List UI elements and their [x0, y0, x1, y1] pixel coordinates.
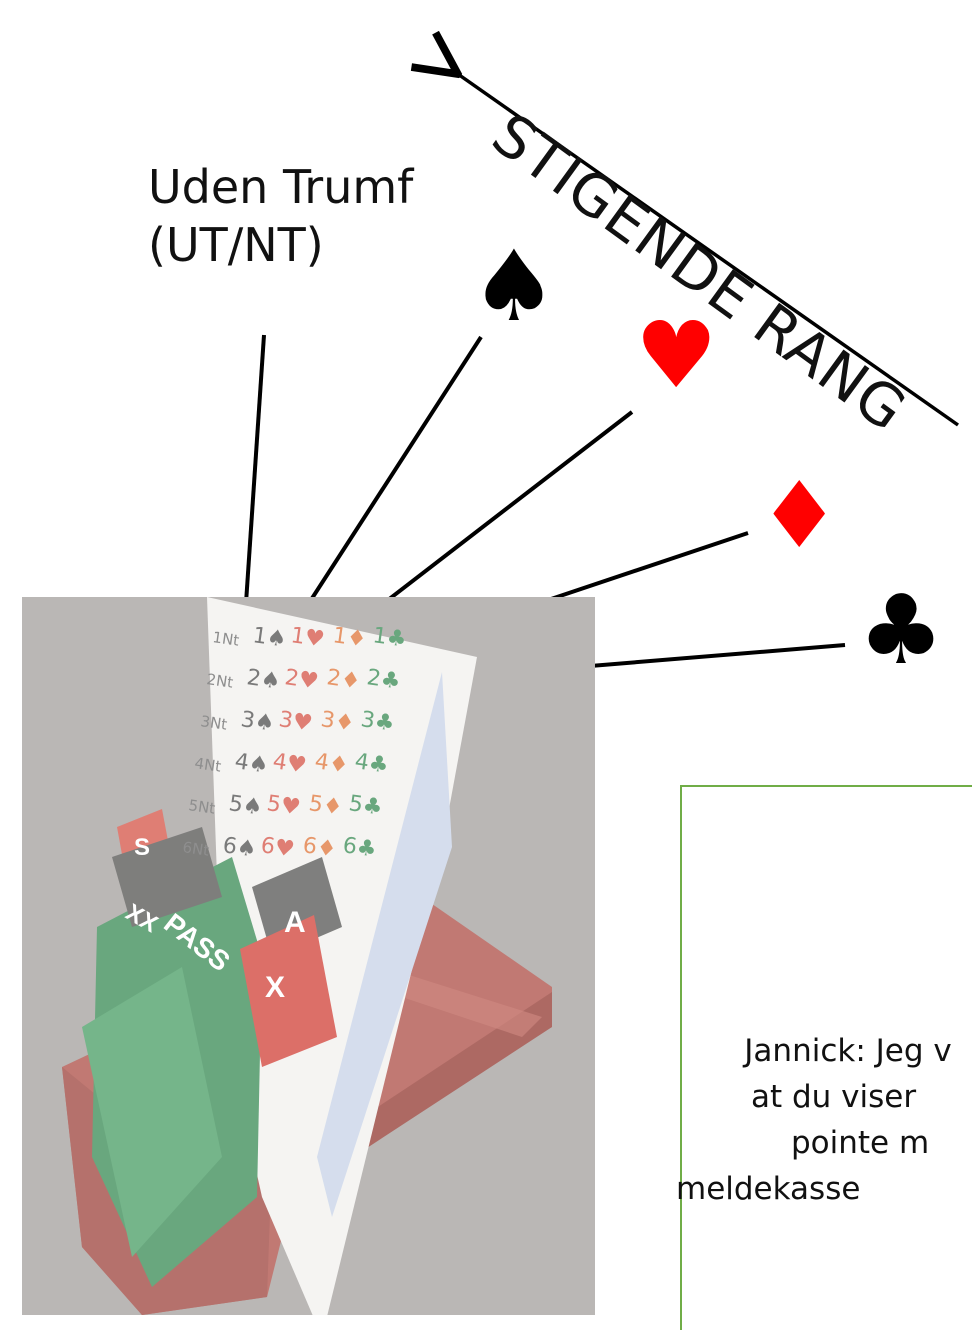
- bid-card-1-2: 2♥: [283, 665, 320, 694]
- bid-card-2-4: 3♣: [359, 707, 396, 736]
- bid-card-2-0: 3Nt: [199, 712, 228, 734]
- bid-card-1-3: 2♦: [325, 665, 362, 694]
- bid-card-4-1: 5♠: [227, 791, 264, 820]
- bid-card-5-2: 6♥: [259, 833, 296, 862]
- bid-card-4-2: 5♥: [265, 791, 302, 820]
- double-card-label: X: [265, 971, 285, 1004]
- diamond-icon: ♦: [758, 462, 841, 569]
- bid-card-0-2: 1♥: [289, 623, 326, 652]
- note-line-4: meldekasse: [676, 1171, 861, 1207]
- bid-card-0-3: 1♦: [331, 623, 368, 652]
- no-trump-pointer: [244, 334, 266, 604]
- stop-card-label: S: [134, 834, 150, 861]
- no-trump-label: Uden Trumf (UT/NT): [148, 158, 413, 274]
- bid-card-1-4: 2♣: [365, 665, 402, 694]
- note-box: [680, 785, 972, 1330]
- bidding-box-illustration: 1Nt 1♠1♥1♦1♣ 2Nt 2♠2♥2♦2♣ 3Nt 3♠3♥3♦3♣ 4Nt 4♠4♥…: [62, 597, 552, 1315]
- bid-card-0-4: 1♣: [371, 623, 408, 652]
- bid-card-5-1: 6♠: [221, 833, 258, 862]
- bid-card-3-1: 4♠: [233, 749, 270, 778]
- spade-pointer: [296, 335, 483, 622]
- note-line-2: at du viser: [751, 1079, 917, 1115]
- bid-card-4-0: 5Nt: [187, 796, 216, 818]
- photo-wash: [22, 597, 595, 1315]
- spade-icon: ♠: [470, 230, 558, 344]
- bid-card-3-2: 4♥: [271, 749, 308, 778]
- ranking-arrow: [455, 72, 960, 427]
- club-icon: ♣: [858, 574, 945, 686]
- no-trump-label-line1: Uden Trumf: [148, 160, 414, 214]
- bid-card-5-3: 6♦: [301, 833, 338, 862]
- bid-card-1-0: 2Nt: [205, 670, 234, 692]
- bid-card-2-3: 3♦: [319, 707, 356, 736]
- heart-icon: ♥: [635, 302, 718, 409]
- bid-card-3-3: 4♦: [313, 749, 350, 778]
- bid-card-2-1: 3♠: [239, 707, 276, 736]
- bid-card-4-3: 5♦: [307, 791, 344, 820]
- note-text: Jannick: Jeg v at du viser pointe m meld…: [676, 1028, 972, 1212]
- alert-card-label: A: [284, 906, 306, 939]
- bid-card-3-4: 4♣: [353, 749, 390, 778]
- no-trump-label-line2: (UT/NT): [148, 218, 324, 272]
- bid-card-5-4: 6♣: [341, 833, 378, 862]
- bid-card-1-1: 2♠: [245, 665, 282, 694]
- note-line-1: Jannick: Jeg v: [744, 1033, 952, 1069]
- bidding-box-photo: 1Nt 1♠1♥1♦1♣ 2Nt 2♠2♥2♦2♣ 3Nt 3♠3♥3♦3♣ 4Nt 4♠4♥…: [22, 597, 595, 1315]
- note-line-3: pointe m: [791, 1125, 930, 1161]
- bid-card-0-0: 1Nt: [211, 628, 240, 650]
- bid-card-3-0: 4Nt: [193, 754, 222, 776]
- bid-card-5-0: 6Nt: [181, 838, 210, 860]
- bid-card-2-2: 3♥: [277, 707, 314, 736]
- bid-card-4-4: 5♣: [347, 791, 384, 820]
- bid-card-0-1: 1♠: [251, 623, 288, 652]
